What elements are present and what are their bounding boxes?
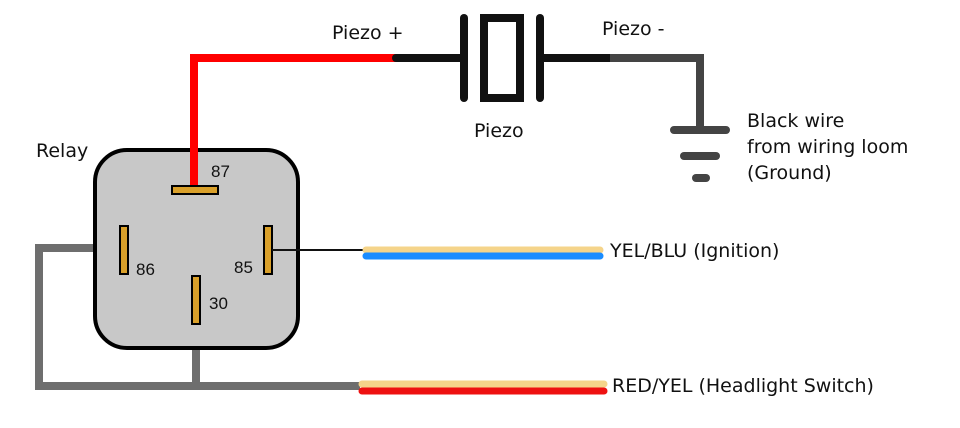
ignition-label: YEL/BLU (Ignition) bbox=[610, 240, 780, 262]
headlight-label: RED/YEL (Headlight Switch) bbox=[612, 375, 874, 397]
ground-label: Black wire from wiring loom (Ground) bbox=[747, 108, 908, 186]
pin-85-label: 85 bbox=[234, 258, 253, 277]
ground-label-line-2: from wiring loom bbox=[747, 136, 909, 158]
piezo-label: Piezo bbox=[474, 120, 524, 142]
pin-87 bbox=[171, 185, 219, 195]
pin-87-label: 87 bbox=[211, 162, 230, 181]
piezo-minus-label: Piezo - bbox=[602, 18, 665, 40]
relay-label: Relay bbox=[36, 140, 89, 162]
wire-pin87-to-piezo-plus bbox=[190, 54, 396, 188]
wire-piezo-minus-to-ground bbox=[610, 54, 704, 128]
pin-85 bbox=[263, 225, 273, 275]
piezo-plus-label: Piezo + bbox=[332, 22, 404, 44]
pin-30-label: 30 bbox=[209, 294, 228, 313]
ground-label-line-1: Black wire bbox=[747, 110, 845, 132]
piezo-crystal bbox=[480, 14, 524, 102]
pin-86 bbox=[119, 225, 129, 275]
pin-86-label: 86 bbox=[136, 260, 155, 279]
ground-label-line-3: (Ground) bbox=[747, 162, 832, 184]
pin-30 bbox=[191, 275, 201, 325]
